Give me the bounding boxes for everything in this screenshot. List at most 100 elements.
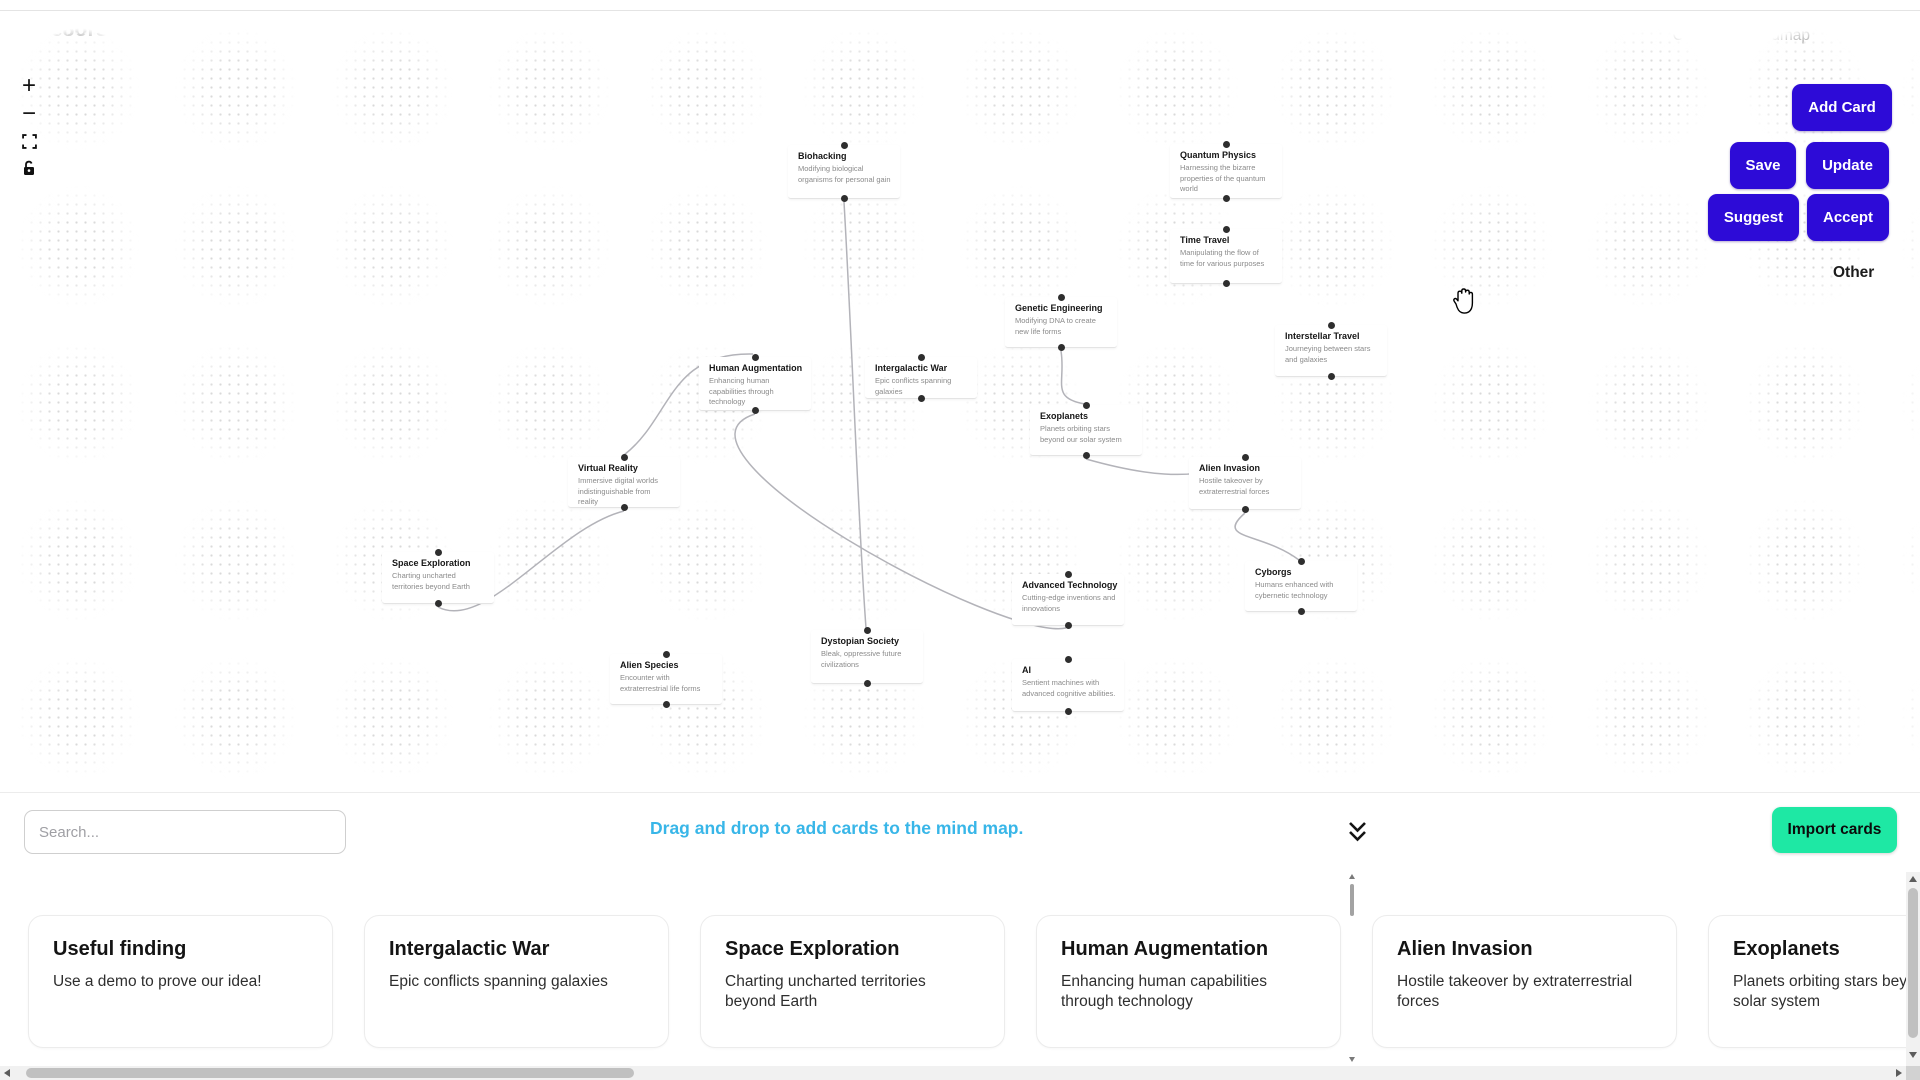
- node-handle-bottom[interactable]: [1064, 622, 1072, 629]
- zoom-out-button[interactable]: −: [21, 100, 36, 127]
- horizontal-scrollbar-thumb[interactable]: [26, 1068, 634, 1078]
- update-button[interactable]: Update: [1806, 142, 1889, 189]
- inner-scroll-down-icon[interactable]: [1349, 1057, 1355, 1062]
- node-handle-bottom[interactable]: [1082, 452, 1090, 459]
- node-handle-top[interactable]: [1241, 454, 1249, 461]
- scroll-up-icon[interactable]: [1909, 876, 1917, 882]
- node-handle-bottom[interactable]: [751, 407, 759, 414]
- node-handle-top[interactable]: [917, 354, 925, 361]
- node-handle-top[interactable]: [1222, 226, 1230, 233]
- node-handle-bottom[interactable]: [1222, 280, 1230, 287]
- scroll-right-icon[interactable]: [1896, 1069, 1902, 1077]
- inner-scrollbar-thumb[interactable]: [1350, 884, 1354, 916]
- node-title: Human Augmentation: [709, 363, 803, 373]
- card-description: Hostile takeover by extraterrestrial for…: [1397, 973, 1633, 1011]
- zoom-in-button[interactable]: +: [21, 72, 36, 99]
- draggable-card[interactable]: Alien Invasion Hostile takeover by extra…: [1372, 915, 1677, 1048]
- save-button[interactable]: Save: [1730, 142, 1796, 189]
- vertical-scrollbar-thumb[interactable]: [1908, 888, 1918, 1038]
- node-handle-bottom[interactable]: [1241, 506, 1249, 513]
- node-description: Planets orbiting stars beyond our solar …: [1040, 424, 1122, 444]
- card-description: Charting uncharted territories beyond Ea…: [725, 973, 926, 1011]
- node-description: Modifying biological organisms for perso…: [798, 164, 891, 184]
- node-handle-bottom[interactable]: [1297, 608, 1305, 615]
- node-handle-top[interactable]: [1082, 402, 1090, 409]
- scroll-left-icon[interactable]: [4, 1069, 10, 1077]
- node-title: Virtual Reality: [578, 463, 638, 473]
- node-description: Bleak, oppressive future civilizations: [821, 649, 902, 669]
- node-handle-bottom[interactable]: [840, 195, 848, 202]
- mindmap-node-alien-species[interactable]: Alien Species Encounter with extraterres…: [610, 651, 722, 708]
- mindmap-node-genetic-engineering[interactable]: Genetic Engineering Modifying DNA to cre…: [1005, 294, 1117, 351]
- collapse-chevron-icon[interactable]: [1346, 818, 1369, 848]
- card-list: Useful finding Use a demo to prove our i…: [28, 915, 1920, 1048]
- node-handle-top[interactable]: [751, 354, 759, 361]
- drag-drop-hint: Drag and drop to add cards to the mind m…: [650, 818, 1024, 838]
- draggable-card[interactable]: Useful finding Use a demo to prove our i…: [28, 915, 333, 1048]
- search-input[interactable]: [24, 810, 346, 854]
- node-description: Sentient machines with advanced cognitiv…: [1022, 678, 1116, 698]
- mindmap-node-alien-invasion[interactable]: Alien Invasion Hostile takeover by extra…: [1189, 454, 1301, 513]
- node-handle-bottom[interactable]: [1222, 195, 1230, 202]
- add-card-button[interactable]: Add Card: [1792, 84, 1892, 131]
- node-handle-bottom[interactable]: [620, 504, 628, 511]
- mindmap-node-human-augmentation[interactable]: Human Augmentation Enhancing human capab…: [699, 354, 811, 414]
- card-title: Intergalactic War: [389, 938, 550, 960]
- node-description: Journeying between stars and galaxies: [1285, 344, 1371, 364]
- node-handle-top[interactable]: [1222, 141, 1230, 148]
- mindmap-node-advanced-technology[interactable]: Advanced Technology Cutting-edge inventi…: [1012, 571, 1124, 629]
- node-handle-top[interactable]: [434, 549, 442, 556]
- mindmap-node-dystopian-society[interactable]: Dystopian Society Bleak, oppressive futu…: [811, 627, 923, 687]
- mindmap-node-time-travel[interactable]: Time Travel Manipulating the flow of tim…: [1170, 226, 1282, 287]
- node-handle-bottom[interactable]: [917, 395, 925, 402]
- node-handle-top[interactable]: [620, 454, 628, 461]
- unlock-icon[interactable]: [16, 160, 42, 182]
- node-handle-bottom[interactable]: [1057, 344, 1065, 351]
- draggable-card[interactable]: Human Augmentation Enhancing human capab…: [1036, 915, 1341, 1048]
- draggable-card[interactable]: Exoplanets Planets orbiting stars beyond…: [1708, 915, 1920, 1048]
- node-handle-top[interactable]: [840, 142, 848, 149]
- node-handle-top[interactable]: [1327, 322, 1335, 329]
- mindmap-node-quantum-physics[interactable]: Quantum Physics Harnessing the bizarre p…: [1170, 141, 1282, 202]
- accept-button[interactable]: Accept: [1807, 194, 1889, 241]
- node-handle-top[interactable]: [863, 627, 871, 634]
- mindmap-node-interstellar-travel[interactable]: Interstellar Travel Journeying between s…: [1275, 322, 1387, 380]
- node-handle-top[interactable]: [1057, 294, 1065, 301]
- node-handle-bottom[interactable]: [1064, 708, 1072, 715]
- scrollbar-corner: [1906, 1066, 1920, 1080]
- node-description: Enhancing human capabilities through tec…: [709, 376, 774, 406]
- mindmap-node-virtual-reality[interactable]: Virtual Reality Immersive digital worlds…: [568, 454, 680, 511]
- node-handle-top[interactable]: [1064, 656, 1072, 663]
- card-title: Space Exploration: [725, 938, 900, 960]
- node-handle-bottom[interactable]: [1327, 373, 1335, 380]
- node-handle-bottom[interactable]: [662, 701, 670, 708]
- mindmap-canvas[interactable]: [0, 11, 1920, 792]
- node-handle-top[interactable]: [662, 651, 670, 658]
- node-handle-bottom[interactable]: [863, 680, 871, 687]
- node-description: Epic conflicts spanning galaxies: [875, 376, 952, 396]
- inner-scroll-up-icon[interactable]: [1349, 874, 1355, 879]
- card-description: Epic conflicts spanning galaxies: [389, 973, 608, 990]
- fit-view-icon[interactable]: [16, 134, 42, 154]
- mindmap-node-intergalactic-war[interactable]: Intergalactic War Epic conflicts spannin…: [865, 354, 977, 402]
- draggable-card[interactable]: Space Exploration Charting uncharted ter…: [700, 915, 1005, 1048]
- mindmap-node-space-exploration[interactable]: Space Exploration Charting uncharted ter…: [382, 549, 494, 607]
- node-handle-top[interactable]: [1064, 571, 1072, 578]
- draggable-card[interactable]: Intergalactic War Epic conflicts spannin…: [364, 915, 669, 1048]
- scroll-down-icon[interactable]: [1909, 1052, 1917, 1058]
- node-title: Time Travel: [1180, 235, 1230, 245]
- mindmap-node-ai[interactable]: AI Sentient machines with advanced cogni…: [1012, 656, 1124, 715]
- mindmap-node-exoplanets[interactable]: Exoplanets Planets orbiting stars beyond…: [1030, 402, 1142, 459]
- import-cards-button[interactable]: Import cards: [1772, 807, 1897, 853]
- node-title: Alien Species: [620, 660, 679, 670]
- mindmap-node-biohacking[interactable]: Biohacking Modifying biological organism…: [788, 142, 900, 202]
- card-title: Useful finding: [53, 938, 187, 960]
- node-handle-bottom[interactable]: [434, 600, 442, 607]
- other-label: Other: [1833, 264, 1875, 281]
- mindmap-node-cyborgs[interactable]: Cyborgs Humans enhanced with cybernetic …: [1245, 558, 1357, 615]
- suggest-button[interactable]: Suggest: [1708, 194, 1799, 241]
- top-divider: [0, 10, 1920, 11]
- node-description: Harnessing the bizarre properties of the…: [1180, 163, 1266, 193]
- node-handle-top[interactable]: [1297, 558, 1305, 565]
